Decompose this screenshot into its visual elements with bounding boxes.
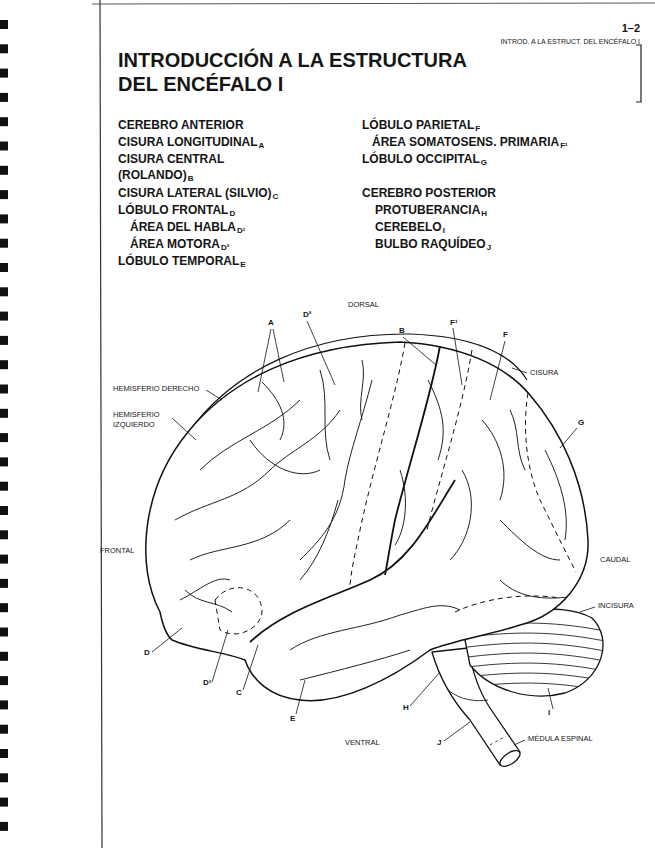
binder-hole bbox=[0, 142, 8, 151]
binder-hole bbox=[0, 263, 8, 272]
binder-hole bbox=[0, 409, 8, 418]
term: LÓBULO OCCIPITAL bbox=[362, 152, 480, 166]
term-letter: B bbox=[188, 174, 194, 184]
term: CISURA LONGITUDINAL bbox=[118, 135, 258, 149]
callout-letter: F bbox=[503, 330, 508, 340]
binder-hole bbox=[0, 603, 8, 612]
term-letter: J bbox=[487, 243, 491, 253]
direction-label: DORSAL bbox=[348, 300, 379, 309]
callout-letter: H bbox=[403, 703, 409, 713]
term: ÁREA MOTORA bbox=[130, 237, 220, 251]
direction-label: CAUDAL bbox=[600, 555, 630, 564]
term-letter: I bbox=[443, 226, 445, 236]
term: PROTUBERANCIA bbox=[375, 203, 480, 217]
binder-hole bbox=[0, 287, 8, 296]
callout-letter: C bbox=[236, 688, 242, 698]
term-letter: E bbox=[240, 260, 245, 270]
cerebrum bbox=[146, 342, 588, 701]
binder-hole bbox=[0, 190, 8, 199]
top-rule bbox=[92, 3, 655, 4]
term-letter: D bbox=[229, 209, 235, 219]
binder-hole bbox=[0, 652, 8, 661]
binder-hole bbox=[0, 773, 8, 782]
term-letter: F¹ bbox=[560, 141, 568, 151]
term: LÓBULO TEMPORAL bbox=[118, 254, 239, 268]
callout-letter: A bbox=[268, 318, 274, 328]
binder-hole bbox=[0, 239, 8, 248]
callout-letter: G bbox=[578, 418, 584, 428]
binder-hole bbox=[0, 117, 8, 126]
binder-hole bbox=[0, 69, 8, 78]
page-number: 1–2 bbox=[622, 22, 640, 35]
binder-hole bbox=[0, 93, 8, 102]
term: LÓBULO PARIETAL bbox=[362, 118, 474, 132]
margin-line bbox=[100, 0, 102, 848]
binder-hole bbox=[0, 700, 8, 709]
callout-letter: D bbox=[144, 648, 150, 658]
callout-letter: E bbox=[290, 714, 295, 724]
lateral-fissure bbox=[250, 480, 455, 642]
structure-label: HEMISFERIO DERECHO bbox=[113, 384, 199, 393]
binder-hole bbox=[0, 166, 8, 175]
binder-hole bbox=[0, 360, 8, 369]
term-letter: D¹ bbox=[237, 226, 245, 236]
binder-hole bbox=[0, 433, 8, 442]
binder-hole bbox=[0, 749, 8, 758]
binder-hole bbox=[0, 555, 8, 564]
term: ÁREA SOMATOSENS. PRIMARIA bbox=[372, 135, 559, 149]
section-heading: CEREBRO ANTERIOR bbox=[118, 118, 244, 132]
binder-hole bbox=[0, 579, 8, 588]
binder-hole bbox=[0, 798, 8, 807]
binder-hole bbox=[0, 20, 8, 29]
term-letter: A bbox=[259, 141, 265, 151]
term-letter: F bbox=[475, 124, 480, 134]
callout-letter: J bbox=[437, 738, 441, 748]
term-letter: G bbox=[481, 158, 487, 168]
running-header: INTROD. A LA ESTRUCT. DEL ENCÉFALO I bbox=[501, 38, 640, 46]
term: CISURA LATERAL (SILVIO) bbox=[118, 186, 272, 200]
term: ÁREA DEL HABLA bbox=[130, 220, 236, 234]
direction-label: FRONTAL bbox=[100, 546, 134, 555]
binder-hole bbox=[0, 676, 8, 685]
spinal-cord-end bbox=[497, 748, 522, 770]
binder-hole bbox=[0, 530, 8, 539]
bracket bbox=[636, 45, 641, 102]
binder-hole bbox=[0, 725, 8, 734]
structure-label: HEMISFERIO IZQUIERDO bbox=[113, 410, 173, 430]
term: LÓBULO FRONTAL bbox=[118, 203, 228, 217]
term: CEREBELO bbox=[375, 220, 442, 234]
term-letter: C bbox=[273, 192, 279, 202]
binder-hole bbox=[0, 214, 8, 223]
callout-letter: B bbox=[399, 326, 405, 336]
term: BULBO RAQUÍDEO bbox=[375, 237, 486, 251]
callout-letter: D² bbox=[303, 310, 311, 320]
leader-lines bbox=[152, 321, 595, 745]
direction-label: VENTRAL bbox=[345, 738, 380, 747]
binder-hole bbox=[0, 482, 8, 491]
binder-hole bbox=[0, 312, 8, 321]
callout-letter: D¹ bbox=[203, 678, 211, 688]
structure-label: INCISURA bbox=[598, 601, 634, 610]
binder-hole bbox=[0, 822, 8, 831]
central-fissure bbox=[385, 346, 440, 575]
binder-hole bbox=[0, 506, 8, 515]
term-letter: H bbox=[481, 209, 487, 219]
callout-letter: F¹ bbox=[450, 318, 458, 328]
structure-label: MÉDULA ESPINAL bbox=[528, 734, 593, 743]
binder-hole bbox=[0, 457, 8, 466]
binder-hole bbox=[0, 336, 8, 345]
term-letter: D² bbox=[221, 243, 229, 253]
structure-label: CISURA bbox=[530, 368, 558, 377]
callout-letter: I bbox=[548, 708, 550, 718]
binder-hole bbox=[0, 385, 8, 394]
section-heading: CEREBRO POSTERIOR bbox=[362, 186, 496, 200]
binder-hole bbox=[0, 44, 8, 53]
page-title: INTRODUCCIÓN A LA ESTRUCTURA DEL ENCÉFAL… bbox=[118, 48, 498, 96]
binder-hole bbox=[0, 628, 8, 637]
